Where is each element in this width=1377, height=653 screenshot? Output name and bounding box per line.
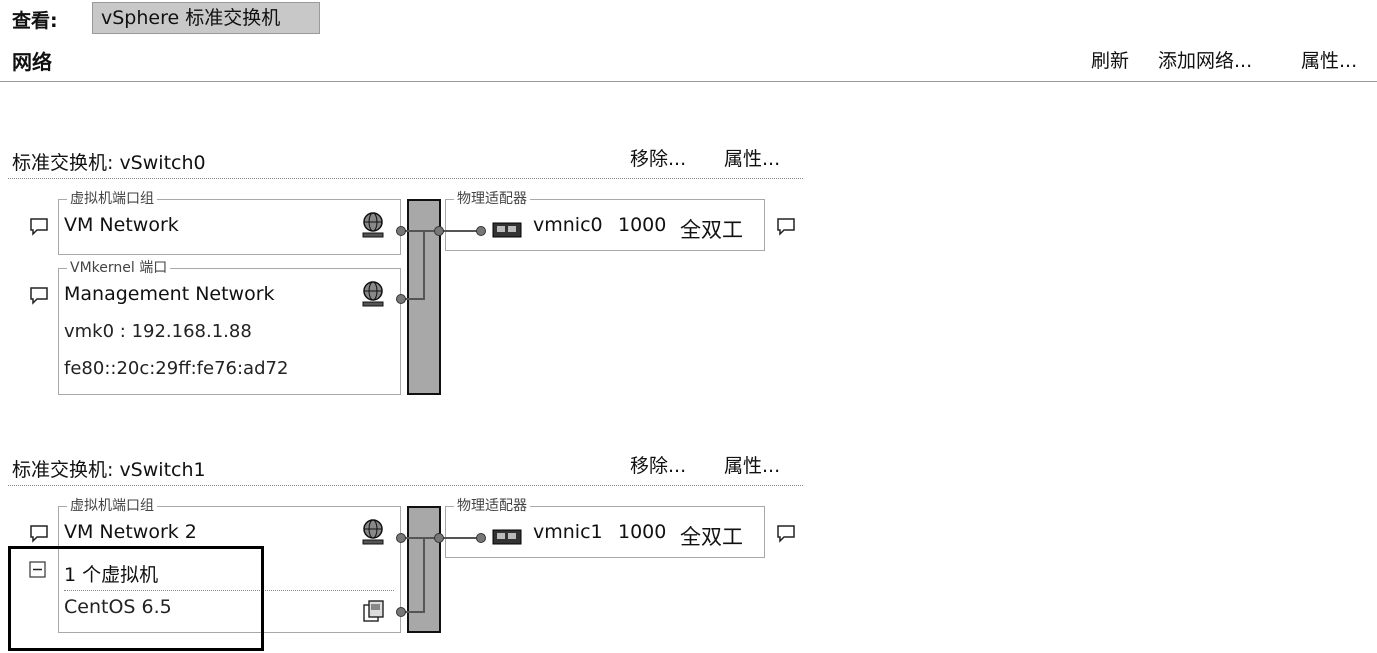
vmkernel-port-box[interactable]: VMkernel 端口 bbox=[58, 259, 401, 395]
physical-adapter-box[interactable]: 物理适配器 bbox=[445, 190, 765, 251]
comment-icon[interactable] bbox=[29, 524, 49, 544]
highlight-annotation-box bbox=[8, 546, 264, 651]
port-connector-dot bbox=[396, 226, 406, 236]
physical-adapter-legend: 物理适配器 bbox=[454, 497, 530, 515]
uplink-connector-dot bbox=[434, 226, 444, 236]
vm-name-centos[interactable]: CentOS 6.5 bbox=[64, 596, 172, 618]
properties-link[interactable]: 属性... bbox=[1301, 50, 1358, 72]
port-connector-dot bbox=[396, 533, 406, 543]
nic-connector-dot bbox=[476, 533, 486, 543]
vmkernel-management-network[interactable]: Management Network bbox=[64, 283, 275, 305]
uplink-connector-dot bbox=[434, 533, 444, 543]
nic-duplex: 全双工 bbox=[680, 218, 743, 242]
view-label: 查看: bbox=[12, 10, 58, 32]
physical-adapter-legend: 物理适配器 bbox=[454, 190, 530, 208]
vmkernel-port-legend: VMkernel 端口 bbox=[67, 259, 171, 277]
connector-line bbox=[398, 611, 424, 613]
add-network-link[interactable]: 添加网络... bbox=[1158, 50, 1253, 72]
nic-duplex: 全双工 bbox=[680, 525, 743, 549]
switch-divider bbox=[8, 485, 803, 486]
comment-icon[interactable] bbox=[776, 524, 796, 544]
port-connector-dot bbox=[396, 294, 406, 304]
physical-nic-icon bbox=[492, 222, 522, 238]
nic-connector-dot bbox=[476, 226, 486, 236]
connector-line bbox=[423, 230, 425, 300]
switch-title-vswitch1: 标准交换机: vSwitch1 bbox=[12, 459, 206, 481]
header-divider bbox=[0, 81, 1377, 82]
properties-vswitch1-link[interactable]: 属性... bbox=[724, 455, 781, 477]
switch-divider bbox=[8, 178, 803, 179]
nic-speed: 1000 bbox=[618, 521, 667, 543]
port-connector-dot bbox=[396, 607, 406, 617]
vmk-ipv4-address: vmk0 : 192.168.1.88 bbox=[64, 321, 252, 342]
vm-count: 1 个虚拟机 bbox=[64, 564, 159, 586]
network-globe-icon bbox=[362, 519, 384, 545]
collapse-minus-icon[interactable] bbox=[29, 561, 47, 579]
virtual-machine-icon bbox=[363, 600, 384, 622]
comment-icon[interactable] bbox=[29, 286, 49, 306]
nic-name-vmnic1[interactable]: vmnic1 bbox=[533, 521, 603, 543]
view-selector-vsphere-standard-switch[interactable]: vSphere 标准交换机 bbox=[92, 2, 320, 34]
vm-list-divider bbox=[64, 590, 394, 591]
nic-speed: 1000 bbox=[618, 214, 667, 236]
port-group-vm-network[interactable]: VM Network bbox=[64, 214, 179, 236]
port-group-vm-network-2[interactable]: VM Network 2 bbox=[64, 521, 197, 543]
remove-vswitch0-link[interactable]: 移除... bbox=[630, 148, 687, 170]
connector-line bbox=[445, 230, 483, 232]
connector-line bbox=[398, 298, 424, 300]
comment-icon[interactable] bbox=[776, 217, 796, 237]
vm-port-group-box[interactable]: 虚拟机端口组 bbox=[58, 497, 401, 633]
nic-name-vmnic0[interactable]: vmnic0 bbox=[533, 214, 603, 236]
vmk-ipv6-address: fe80::20c:29ff:fe76:ad72 bbox=[64, 358, 289, 379]
remove-vswitch1-link[interactable]: 移除... bbox=[630, 455, 687, 477]
comment-icon[interactable] bbox=[29, 217, 49, 237]
connector-line bbox=[423, 537, 425, 613]
page-title: 网络 bbox=[12, 50, 52, 74]
vm-port-group-legend: 虚拟机端口组 bbox=[67, 497, 157, 515]
connector-line bbox=[445, 537, 483, 539]
properties-vswitch0-link[interactable]: 属性... bbox=[724, 148, 781, 170]
refresh-link[interactable]: 刷新 bbox=[1091, 50, 1130, 72]
switch-title-vswitch0: 标准交换机: vSwitch0 bbox=[12, 152, 206, 174]
network-globe-icon bbox=[362, 281, 384, 307]
vm-port-group-box[interactable]: 虚拟机端口组 bbox=[58, 190, 401, 255]
physical-nic-icon bbox=[492, 529, 522, 545]
vm-port-group-legend: 虚拟机端口组 bbox=[67, 190, 157, 208]
network-globe-icon bbox=[362, 212, 384, 238]
